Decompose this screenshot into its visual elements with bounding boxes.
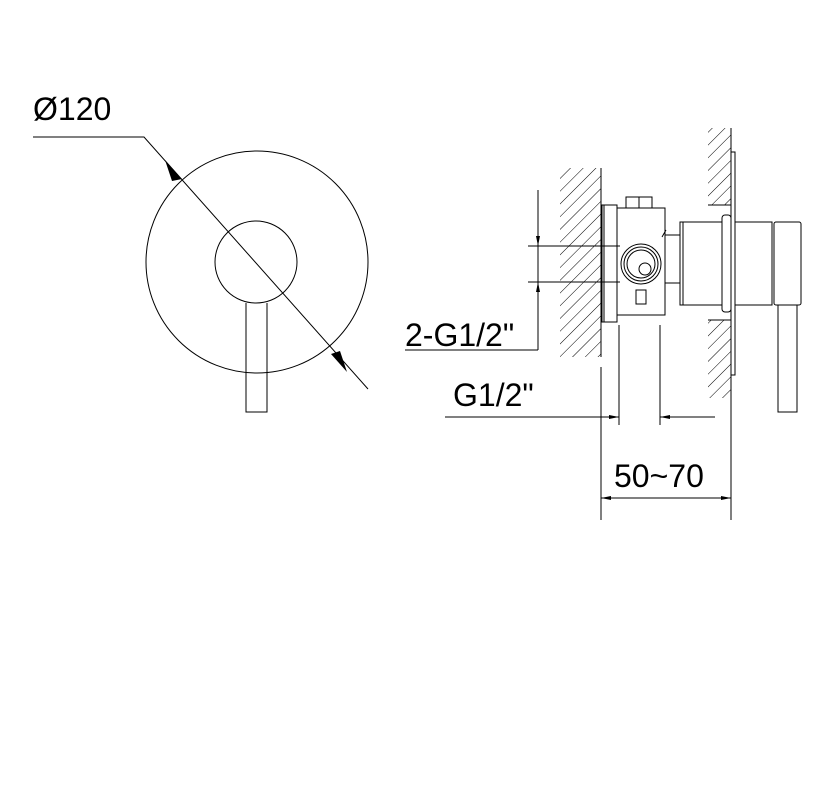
wall-depth-label: 50~70 [614, 458, 704, 494]
diameter-label: Ø120 [33, 91, 111, 127]
wall-hatch-lower [708, 320, 731, 398]
arrow-icon [165, 160, 182, 181]
inlet-dimension [405, 190, 620, 351]
wall-hatch-inner [560, 168, 601, 357]
valve-body [601, 196, 681, 323]
inlet-label: 2-G1/2" [405, 317, 514, 353]
cover-plate-outline [145, 150, 369, 374]
handle-lever [245, 303, 268, 413]
outlet-label: G1/2" [453, 377, 534, 413]
diameter-dimension [33, 136, 369, 390]
side-view: 2-G1/2" G1/2" 50~70 [405, 128, 802, 520]
cover-plate [730, 151, 736, 376]
front-view: Ø120 [33, 91, 369, 413]
outlet-dimension [445, 325, 715, 520]
handle-hub-outline [214, 220, 298, 304]
arrow-icon [331, 351, 347, 372]
trim-assembly [679, 151, 802, 413]
handle-cap [773, 221, 802, 306]
handle-lever-side [777, 305, 798, 413]
wall-hatch-upper [708, 128, 731, 205]
